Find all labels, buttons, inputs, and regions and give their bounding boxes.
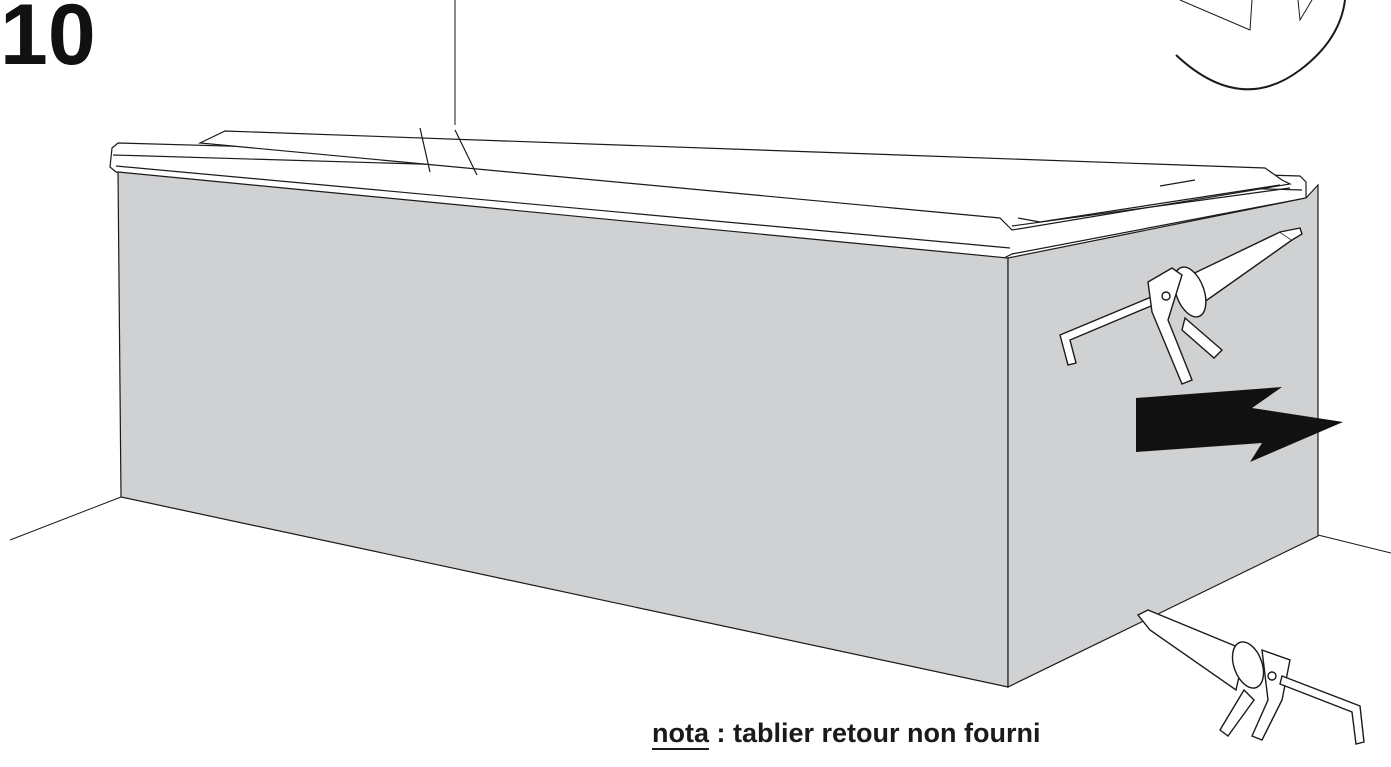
note-text: nota : tablier retour non fourni <box>652 718 1041 749</box>
note-label: nota <box>652 718 709 748</box>
step-number: 10 <box>0 0 96 83</box>
detail-inset <box>1175 0 1346 91</box>
bathtub-inner-edge <box>197 130 1292 231</box>
floor-line-left <box>9 496 122 541</box>
note-separator: : <box>709 718 733 748</box>
note-body: tablier retour non fourni <box>733 718 1041 748</box>
front-panel <box>117 171 1009 688</box>
floor-line-right <box>1317 534 1391 554</box>
bathtub <box>109 127 1307 261</box>
caulk-gun-icon <box>1059 227 1303 385</box>
caulk-gun-icon <box>1136 609 1365 745</box>
push-arrow <box>1136 387 1343 462</box>
